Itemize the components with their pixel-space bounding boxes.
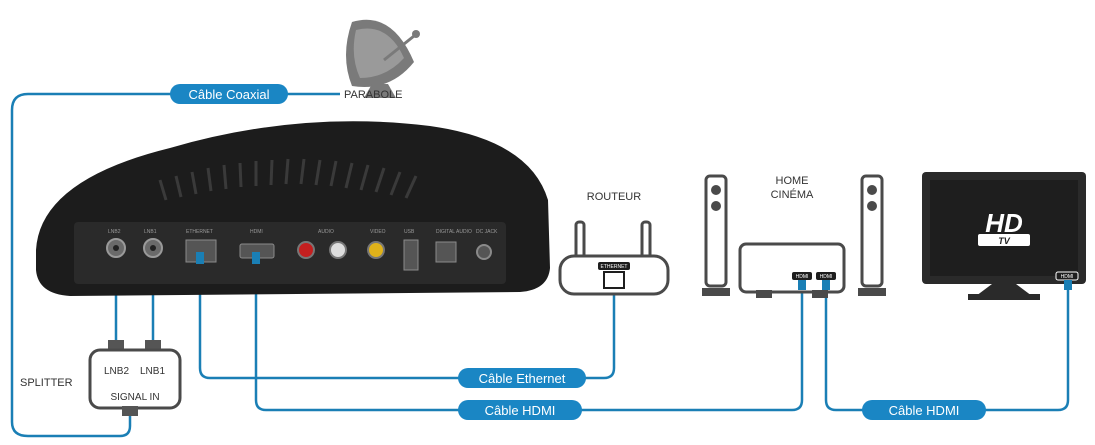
tv-logo-text: TV: [998, 236, 1010, 246]
home-cinema-receiver-icon: [738, 242, 846, 298]
optical-port: [435, 241, 457, 263]
ethernet-plug: [196, 252, 204, 264]
router-icon: [558, 220, 670, 296]
ethernet-cable-label: Câble Ethernet: [479, 371, 566, 386]
port-label-hdmi: HDMI: [250, 229, 263, 235]
signal-in-label: SIGNAL IN: [110, 392, 159, 403]
decoder-vents: [158, 158, 418, 201]
port-label-usb: USB: [404, 229, 415, 235]
splitter-label: SPLITTER: [20, 377, 73, 389]
dc-jack-port: [476, 244, 492, 260]
hdmi-plug: [252, 252, 260, 264]
audio-left-port: [329, 241, 347, 259]
port-label-lnb2: LNB2: [108, 229, 121, 235]
port-label-audio: AUDIO: [318, 229, 334, 235]
lnb1-label: LNB1: [140, 366, 165, 377]
tv-hdmi-label: HDMI: [1061, 274, 1074, 280]
splitter-icon: [88, 340, 182, 416]
home-cinema-hdmi-in-label: HDMI: [796, 274, 809, 280]
tv-logo-bar: [978, 234, 1030, 246]
tv-hdmi-plug: [1064, 280, 1072, 290]
decoder-box: LNB2 LNB1 ETHERNET HDMI AUDIO VIDEO USB …: [36, 121, 550, 296]
router-ethernet-badge: [598, 262, 630, 270]
speaker-left-icon: [702, 174, 730, 296]
home-cinema-hdmi-out-label: HDMI: [820, 274, 833, 280]
ethernet-cable-line: [198, 262, 616, 380]
decoder-back-panel: [74, 222, 506, 284]
tv-icon: [922, 172, 1086, 300]
port-label-ethernet: ETHERNET: [186, 229, 213, 235]
coaxial-cable-line: [10, 92, 296, 438]
coaxial-cable-badge: Câble Coaxial: [170, 84, 288, 104]
home-cinema-hdmi-in: [792, 272, 812, 280]
audio-right-port: [297, 241, 315, 259]
hdmi-cable-2-line: [824, 288, 1070, 412]
ethernet-cable-badge: Câble Ethernet: [458, 368, 586, 388]
home-cinema-hdmi-out: [816, 272, 836, 280]
routeur-label: ROUTEUR: [587, 191, 641, 203]
router-ethernet-port: [603, 271, 625, 289]
home-cinema-plug-out: [822, 280, 830, 290]
satellite-dish-icon: [346, 19, 420, 98]
video-port: [367, 241, 385, 259]
port-label-dcjack: DC JACK: [476, 229, 498, 235]
port-label-video: VIDEO: [370, 229, 386, 235]
hd-logo-text: HD: [985, 208, 1023, 238]
hdmi-cable-1-badge: Câble HDMI: [458, 400, 582, 420]
home-cinema-plug-in: [798, 280, 806, 290]
home-cinema-label-line1: HOME: [776, 175, 809, 187]
coaxial-cable-label: Câble Coaxial: [189, 87, 270, 102]
speaker-right-icon: [858, 174, 886, 296]
port-label-digital: DIGITAL AUDIO: [436, 229, 472, 235]
router-ethernet-label: ETHERNET: [601, 264, 628, 270]
hdmi-cable-2-label: Câble HDMI: [889, 403, 960, 418]
port-label-lnb1: LNB1: [144, 229, 157, 235]
parabole-label: PARABOLE: [344, 89, 403, 101]
hdmi-cable-1-label: Câble HDMI: [485, 403, 556, 418]
hdmi-cable-2-badge: Câble HDMI: [862, 400, 986, 420]
decoder-port-labels: LNB2 LNB1 ETHERNET HDMI AUDIO VIDEO USB …: [108, 229, 498, 235]
usb-port: [403, 239, 419, 271]
lnb2-label: LNB2: [104, 366, 129, 377]
home-cinema-label-line2: CINÉMA: [771, 188, 814, 201]
